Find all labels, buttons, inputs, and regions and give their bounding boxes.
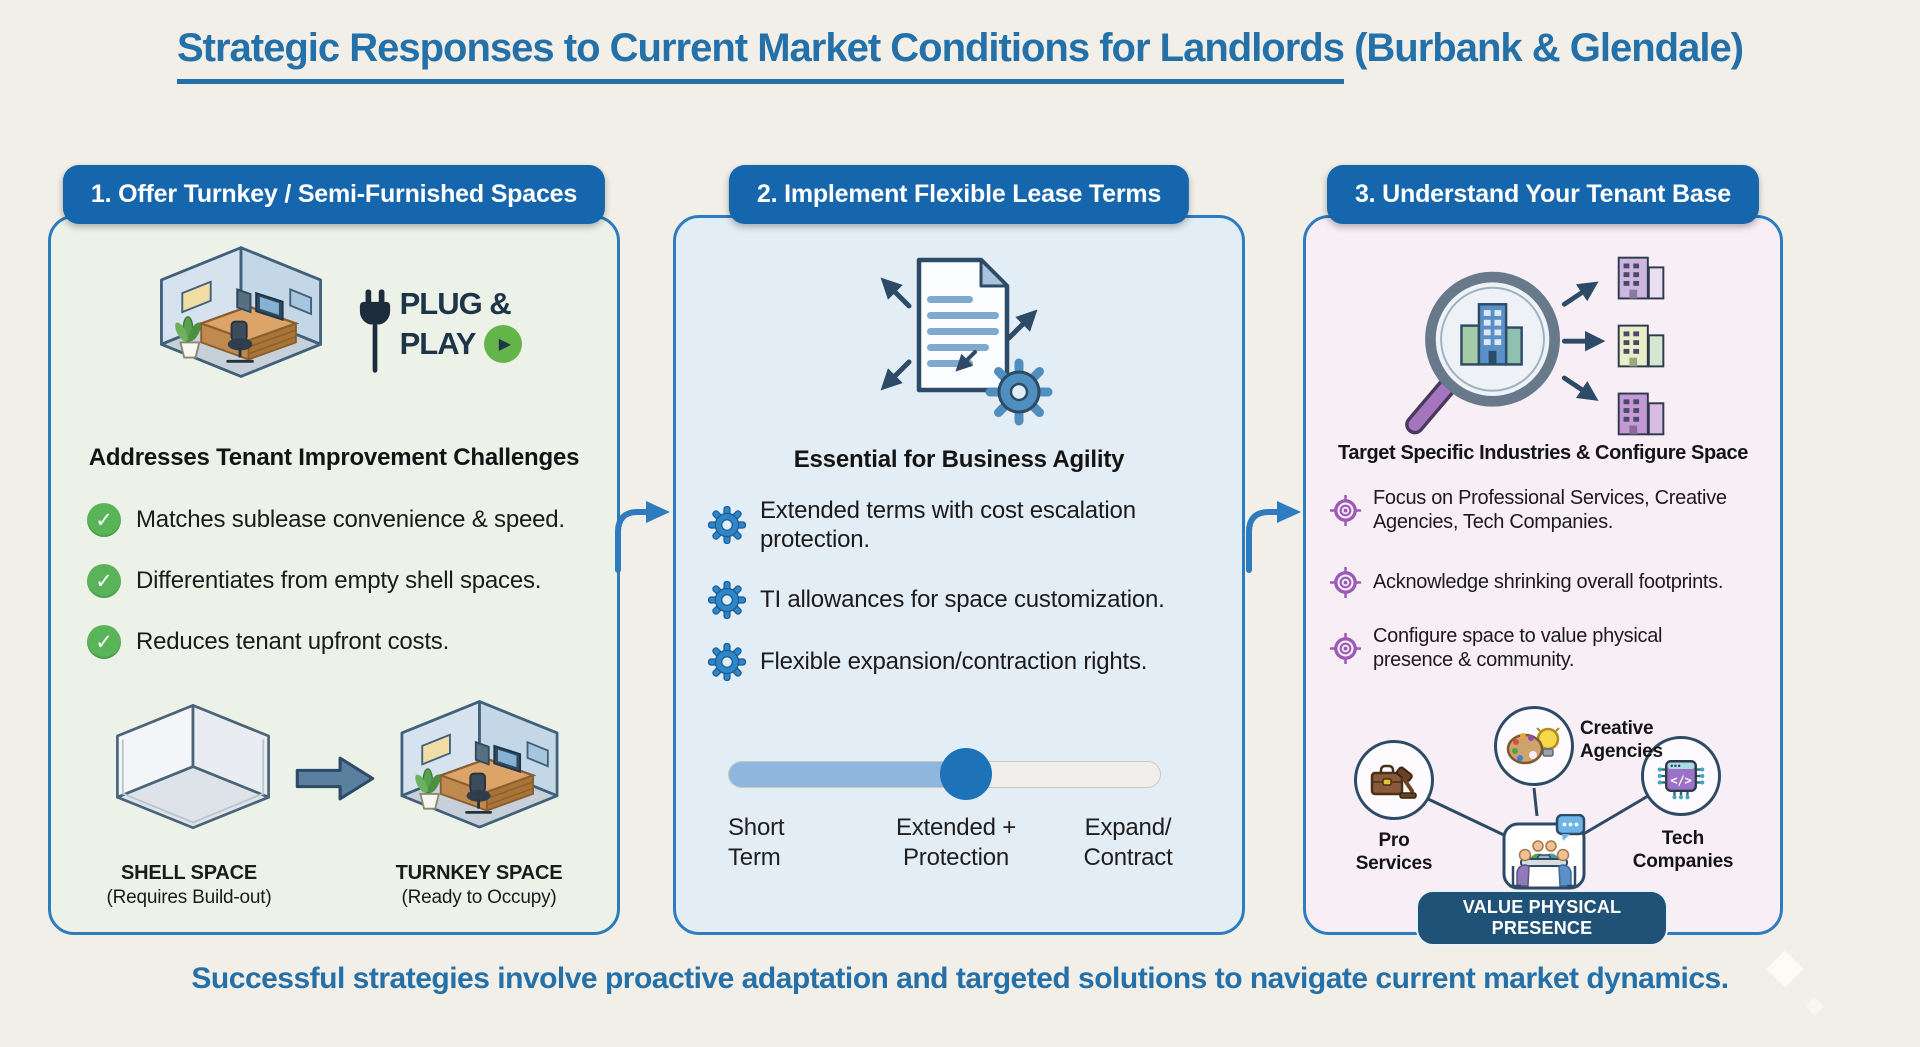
list-item: ✓ Reduces tenant upfront costs. bbox=[87, 625, 603, 659]
flow-arrow-1-icon bbox=[610, 498, 674, 574]
meeting-icon bbox=[1502, 814, 1586, 890]
turnkey-illustration-row: PLUG & PLAY ▶ bbox=[51, 242, 617, 403]
target-icon bbox=[1330, 633, 1361, 664]
pro-services-label: Pro Services bbox=[1355, 830, 1433, 874]
creative-agencies-icon bbox=[1494, 706, 1574, 786]
gear-icon bbox=[708, 643, 746, 681]
industry-connector-lines bbox=[1425, 787, 1649, 838]
palette-bulb-icon bbox=[1506, 727, 1560, 765]
list-item: Focus on Professional Services, Creative… bbox=[1330, 486, 1770, 535]
list-item: TI allowances for space customization. bbox=[708, 581, 1230, 619]
slider-label-short-term: Short Term bbox=[728, 814, 785, 871]
tech-companies-icon: </> bbox=[1641, 736, 1721, 816]
list-item: Flexible expansion/contraction rights. bbox=[708, 643, 1230, 681]
lease-bullet-list: Extended terms with cost escalation prot… bbox=[708, 496, 1230, 681]
lease-subtitle: Essential for Business Agility bbox=[793, 446, 1125, 473]
gear-icon bbox=[708, 506, 746, 544]
turnkey-bullet-list: ✓ Matches sublease convenience & speed. … bbox=[87, 503, 603, 686]
turnkey-subtitle: Addresses Tenant Improvement Challenges bbox=[88, 444, 580, 471]
flexible-document-icon bbox=[880, 257, 1053, 426]
list-item: Extended terms with cost escalation prot… bbox=[708, 496, 1230, 555]
list-item: Configure space to value physical presen… bbox=[1330, 624, 1770, 673]
panel-lease-header: 2. Implement Flexible Lease Terms bbox=[728, 165, 1190, 224]
chip-icon: </> bbox=[1657, 760, 1705, 800]
list-item: ✓ Differentiates from empty shell spaces… bbox=[87, 564, 603, 598]
tenant-bullet-list: Focus on Professional Services, Creative… bbox=[1330, 486, 1770, 673]
svg-text:</>: </> bbox=[1670, 773, 1691, 787]
turnkey-space-label: TURNKEY SPACE (Ready to Occupy) bbox=[395, 862, 563, 908]
check-icon: ✓ bbox=[87, 625, 121, 659]
footer-summary: Successful strategies involve proactive … bbox=[191, 962, 1729, 995]
tenant-analysis-icon bbox=[1405, 256, 1665, 436]
plug-label: PLUG & bbox=[399, 286, 512, 321]
slider-label-expand: Expand/ Contract bbox=[1083, 814, 1173, 871]
slider-fill bbox=[729, 762, 967, 787]
furnished-office-icon bbox=[146, 242, 336, 403]
slider-knob bbox=[940, 748, 993, 800]
panel-tenant-header: 3. Understand Your Tenant Base bbox=[1326, 165, 1760, 224]
panel-turnkey-header: 1. Offer Turnkey / Semi-Furnished Spaces bbox=[62, 165, 606, 224]
flow-arrow-2-icon bbox=[1241, 498, 1305, 574]
play-icon: ▶ bbox=[484, 324, 523, 363]
panel-flexible-lease: 2. Implement Flexible Lease Terms bbox=[673, 165, 1245, 935]
plug-and-play-badge: PLUG & PLAY ▶ bbox=[358, 288, 523, 378]
sparkle-decoration bbox=[1805, 997, 1824, 1016]
transform-arrow-icon bbox=[293, 752, 379, 805]
page-title-suffix: (Burbank & Glendale) bbox=[1343, 26, 1744, 70]
turnkey-space-icon bbox=[387, 696, 572, 853]
shell-space-icon bbox=[103, 700, 283, 853]
creative-agencies-label: Creative Agencies bbox=[1580, 718, 1663, 762]
panel-tenant-base: 3. Understand Your Tenant Base bbox=[1303, 165, 1783, 946]
shell-space-label: SHELL SPACE (Requires Build-out) bbox=[106, 862, 272, 908]
gear-icon bbox=[708, 581, 746, 619]
lease-term-slider bbox=[728, 748, 1161, 800]
check-icon: ✓ bbox=[87, 503, 121, 537]
value-physical-presence-badge: VALUE PHYSICAL PRESENCE bbox=[1416, 890, 1668, 946]
list-item: ✓ Matches sublease convenience & speed. bbox=[87, 503, 603, 537]
target-icon bbox=[1330, 567, 1361, 598]
plug-icon bbox=[359, 289, 390, 373]
tech-companies-label: Tech Companies bbox=[1632, 828, 1734, 872]
pro-services-icon bbox=[1354, 740, 1434, 820]
page-title: Strategic Responses to Current Market Co… bbox=[0, 26, 1920, 84]
target-icon bbox=[1330, 495, 1361, 526]
check-icon: ✓ bbox=[87, 564, 121, 598]
play-label: PLAY bbox=[399, 325, 477, 361]
list-item: Acknowledge shrinking overall footprints… bbox=[1330, 567, 1770, 598]
briefcase-gavel-icon bbox=[1370, 764, 1417, 799]
tenant-subtitle: Target Specific Industries & Configure S… bbox=[1338, 442, 1748, 464]
slider-label-extended: Extended + Protection bbox=[895, 814, 1017, 871]
page-title-main: Strategic Responses to Current Market Co… bbox=[176, 26, 1345, 84]
panel-turnkey-spaces: 1. Offer Turnkey / Semi-Furnished Spaces… bbox=[48, 165, 620, 935]
